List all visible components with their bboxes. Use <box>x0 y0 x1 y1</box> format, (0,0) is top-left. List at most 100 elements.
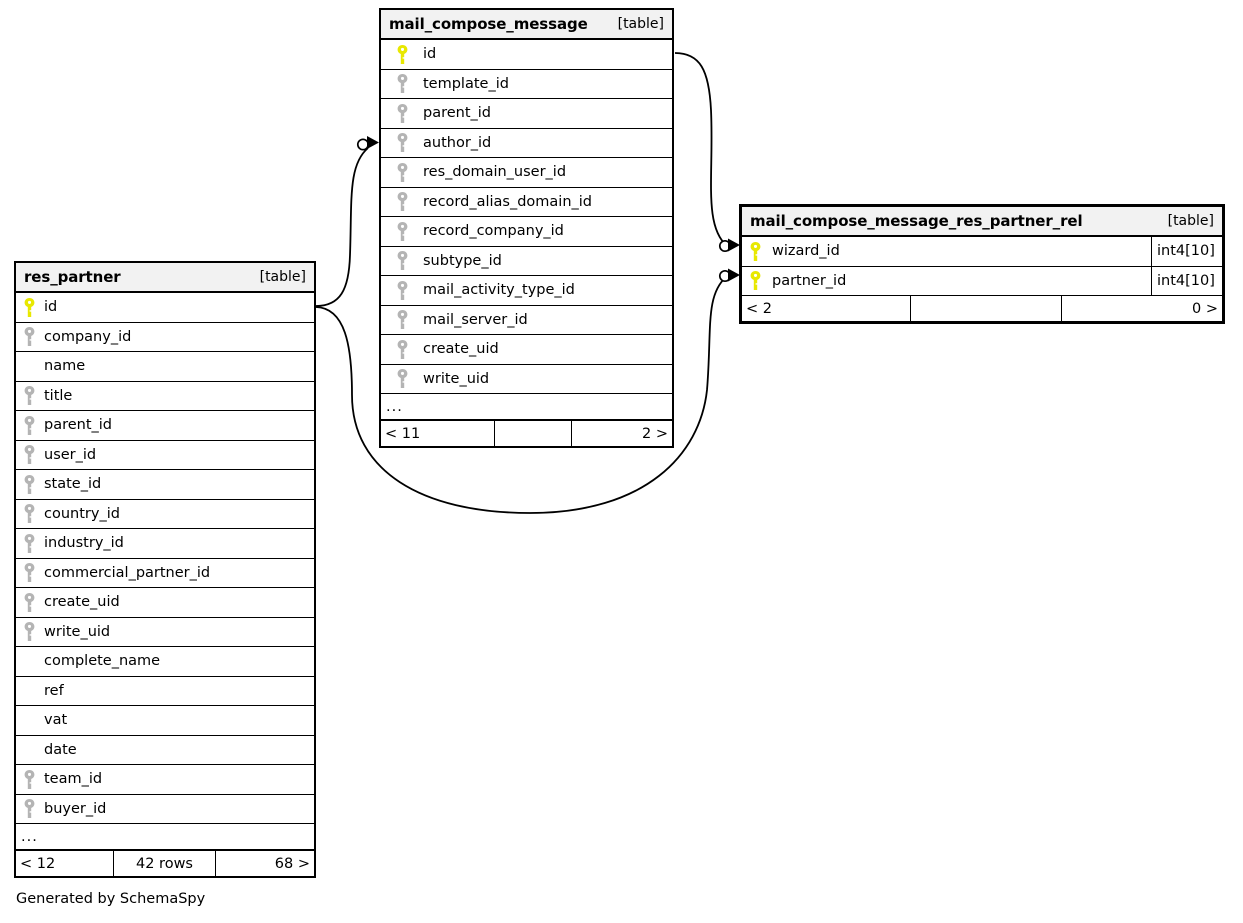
table-node-mail_compose_message[interactable]: mail_compose_message [table] id template_… <box>379 8 674 448</box>
column-name: company_id <box>44 328 132 345</box>
column-row[interactable]: buyer_id <box>16 795 314 824</box>
foreign-key-icon <box>16 563 42 583</box>
column-name: team_id <box>44 771 103 788</box>
foreign-key-icon <box>16 504 42 524</box>
column-row[interactable]: user_id <box>16 441 314 470</box>
column-name: vat <box>44 712 68 729</box>
foreign-key-icon <box>381 162 423 182</box>
column-row[interactable]: parent_id <box>381 99 672 129</box>
footer-prev-count[interactable]: < 2 <box>746 300 772 317</box>
column-row[interactable]: create_uid <box>381 335 672 365</box>
column-row[interactable]: write_uid <box>16 618 314 647</box>
column-name: mail_server_id <box>423 311 528 328</box>
column-row[interactable]: res_domain_user_id <box>381 158 672 188</box>
column-row[interactable]: record_alias_domain_id <box>381 188 672 217</box>
foreign-key-icon <box>16 327 42 347</box>
column-row[interactable]: team_id <box>16 765 314 795</box>
column-name: record_alias_domain_id <box>423 193 592 210</box>
table-header-mail_compose_message[interactable]: mail_compose_message [table] <box>381 10 672 40</box>
footer-next-count[interactable]: 68 > <box>274 855 310 872</box>
footer-row-count <box>494 421 572 446</box>
column-row[interactable]: create_uid <box>16 588 314 618</box>
column-row[interactable]: author_id <box>381 129 672 158</box>
edge-mail_compose_message-id-to-rel-wizard_id <box>674 52 740 253</box>
column-row[interactable]: subtype_id <box>381 247 672 276</box>
footer-next-count[interactable]: 0 > <box>1192 300 1218 317</box>
footer-prev-count[interactable]: < 12 <box>20 855 56 872</box>
column-name: commercial_partner_id <box>44 564 211 581</box>
footer-row-count <box>910 296 1062 321</box>
column-row[interactable]: industry_id <box>16 529 314 559</box>
footer-row-count: 42 rows <box>113 851 216 876</box>
table-kind-label: [table] <box>259 269 306 285</box>
column-name: date <box>44 741 77 758</box>
column-name: write_uid <box>44 623 111 640</box>
column-row[interactable]: company_id <box>16 323 314 352</box>
foreign-key-icon <box>381 339 423 359</box>
column-name: write_uid <box>423 370 490 387</box>
column-name: ref <box>44 682 64 699</box>
column-row[interactable]: country_id <box>16 500 314 529</box>
footer-prev-count[interactable]: < 11 <box>385 425 421 442</box>
generated-by-caption: Generated by SchemaSpy <box>16 891 206 907</box>
column-name: partner_id <box>772 272 847 289</box>
foreign-key-icon <box>16 386 42 406</box>
column-name: subtype_id <box>423 252 502 269</box>
column-name: name <box>44 358 86 375</box>
column-row[interactable]: state_id <box>16 470 314 500</box>
footer-next-count[interactable]: 2 > <box>642 425 668 442</box>
foreign-key-icon <box>381 280 423 300</box>
column-row[interactable]: title <box>16 382 314 411</box>
foreign-key-icon <box>381 310 423 330</box>
foreign-key-icon <box>381 74 423 94</box>
column-row[interactable]: mail_server_id <box>381 306 672 335</box>
column-row[interactable]: date <box>16 736 314 765</box>
foreign-key-icon <box>381 221 423 241</box>
column-row[interactable]: template_id <box>381 70 672 99</box>
column-name: country_id <box>44 505 120 522</box>
column-name: author_id <box>423 134 492 151</box>
table-header-mail_compose_message_res_partner_rel[interactable]: mail_compose_message_res_partner_rel [ta… <box>742 207 1222 237</box>
column-row[interactable]: commercial_partner_id <box>16 559 314 588</box>
column-row[interactable]: write_uid <box>381 365 672 394</box>
column-name: title <box>44 387 73 404</box>
primary-key-icon <box>381 44 423 64</box>
column-row[interactable]: parent_id <box>16 411 314 441</box>
table-kind-label: [table] <box>617 16 664 32</box>
foreign-key-icon <box>16 799 42 819</box>
column-name: record_company_id <box>423 223 564 240</box>
column-name: parent_id <box>44 417 113 434</box>
primary-key-icon <box>742 241 768 261</box>
table-header-res_partner[interactable]: res_partner [table] <box>16 263 314 293</box>
column-row[interactable]: ref <box>16 677 314 706</box>
table-node-mail_compose_message_res_partner_rel[interactable]: mail_compose_message_res_partner_rel [ta… <box>739 204 1225 324</box>
column-row[interactable]: record_company_id <box>381 217 672 247</box>
primary-key-icon <box>742 271 768 291</box>
column-name: complete_name <box>44 653 161 670</box>
column-name: parent_id <box>423 105 492 122</box>
column-row[interactable]: id <box>381 40 672 70</box>
column-name: buyer_id <box>44 800 107 817</box>
table-title: mail_compose_message <box>389 15 588 33</box>
column-name: create_uid <box>44 594 120 611</box>
column-name: id <box>423 46 437 63</box>
column-row[interactable]: id <box>16 293 314 323</box>
foreign-key-icon <box>381 133 423 153</box>
primary-key-icon <box>16 297 42 317</box>
column-list-mail_compose_message: id template_id parent_id author_id res_domai… <box>381 40 672 394</box>
foreign-key-icon <box>381 251 423 271</box>
column-row[interactable]: vat <box>16 706 314 736</box>
foreign-key-icon <box>16 769 42 789</box>
column-row[interactable]: mail_activity_type_id <box>381 276 672 306</box>
column-row[interactable]: complete_name <box>16 647 314 677</box>
column-row[interactable]: name <box>16 352 314 382</box>
column-type: int4[10] <box>1151 237 1222 266</box>
foreign-key-icon <box>381 192 423 212</box>
table-footer-mail_compose_message: < 11 2 > <box>381 421 672 446</box>
